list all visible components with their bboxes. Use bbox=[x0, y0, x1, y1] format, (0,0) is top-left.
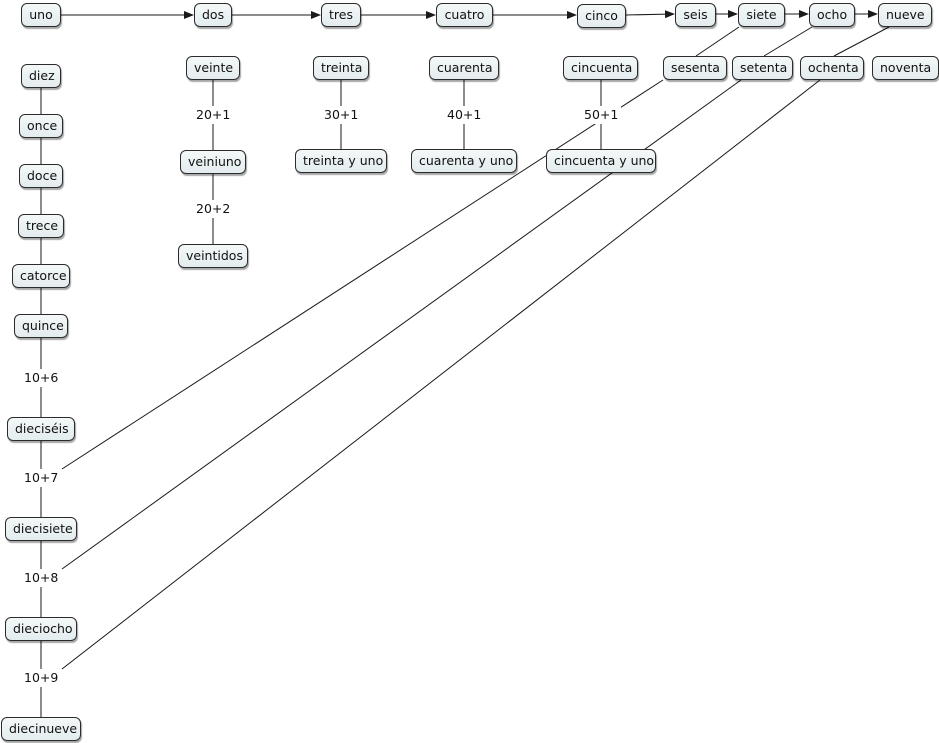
node-treinta[interactable]: treinta bbox=[313, 56, 369, 80]
label-50-plus-1: 50+1 bbox=[581, 106, 621, 124]
label-10-plus-9: 10+9 bbox=[21, 669, 61, 687]
node-doce[interactable]: doce bbox=[19, 164, 63, 188]
node-once[interactable]: once bbox=[19, 114, 63, 138]
node-nueve[interactable]: nueve bbox=[878, 3, 932, 27]
label-10-plus-7: 10+7 bbox=[21, 469, 61, 487]
node-setenta[interactable]: setenta bbox=[732, 56, 793, 80]
node-ochenta[interactable]: ochenta bbox=[800, 56, 864, 80]
node-dieciocho[interactable]: dieciocho bbox=[5, 617, 77, 641]
node-ocho[interactable]: ocho bbox=[809, 3, 855, 27]
node-quince[interactable]: quince bbox=[14, 314, 68, 338]
node-diez[interactable]: diez bbox=[21, 64, 61, 88]
link-siete-sesenta bbox=[695, 26, 740, 57]
node-uno[interactable]: uno bbox=[21, 3, 61, 27]
node-dos[interactable]: dos bbox=[194, 3, 232, 27]
node-veinte[interactable]: veinte bbox=[186, 56, 240, 80]
node-diecinueve[interactable]: diecinueve bbox=[1, 717, 81, 741]
node-trece[interactable]: trece bbox=[18, 214, 64, 238]
link-ocho-setenta bbox=[763, 26, 813, 57]
node-seis[interactable]: seis bbox=[675, 3, 716, 27]
node-cuarenta-y-uno[interactable]: cuarenta y uno bbox=[411, 149, 517, 173]
node-tres[interactable]: tres bbox=[321, 3, 361, 27]
link-ochenta-10-9 bbox=[61, 79, 821, 670]
node-siete[interactable]: siete bbox=[738, 3, 785, 27]
node-diecisiete[interactable]: diecisiete bbox=[5, 517, 77, 541]
label-10-plus-6: 10+6 bbox=[21, 369, 61, 387]
node-veiniuno[interactable]: veiniuno bbox=[180, 150, 246, 174]
node-sesenta[interactable]: sesenta bbox=[663, 56, 727, 80]
node-cuatro[interactable]: cuatro bbox=[436, 3, 493, 27]
node-cuarenta[interactable]: cuarenta bbox=[429, 56, 499, 80]
label-30-plus-1: 30+1 bbox=[321, 106, 361, 124]
node-veintidos[interactable]: veintidos bbox=[178, 244, 248, 268]
node-treinta-y-uno[interactable]: treinta y uno bbox=[295, 149, 387, 173]
label-40-plus-1: 40+1 bbox=[444, 106, 484, 124]
label-10-plus-8: 10+8 bbox=[21, 569, 61, 587]
label-20-plus-1: 20+1 bbox=[193, 106, 233, 124]
node-catorce[interactable]: catorce bbox=[12, 264, 70, 288]
node-cincuenta-y-uno[interactable]: cincuenta y uno bbox=[546, 149, 656, 173]
node-cincuenta[interactable]: cincuenta bbox=[563, 56, 638, 80]
node-dieciseis[interactable]: dieciséis bbox=[7, 417, 75, 441]
link-sesenta-10-7 bbox=[61, 79, 664, 470]
label-20-plus-2: 20+2 bbox=[193, 200, 233, 218]
node-noventa[interactable]: noventa bbox=[872, 56, 939, 80]
node-cinco[interactable]: cinco bbox=[577, 4, 626, 28]
link-nueve-ochenta bbox=[833, 26, 890, 57]
arrow-cinco-seis bbox=[625, 10, 675, 19]
